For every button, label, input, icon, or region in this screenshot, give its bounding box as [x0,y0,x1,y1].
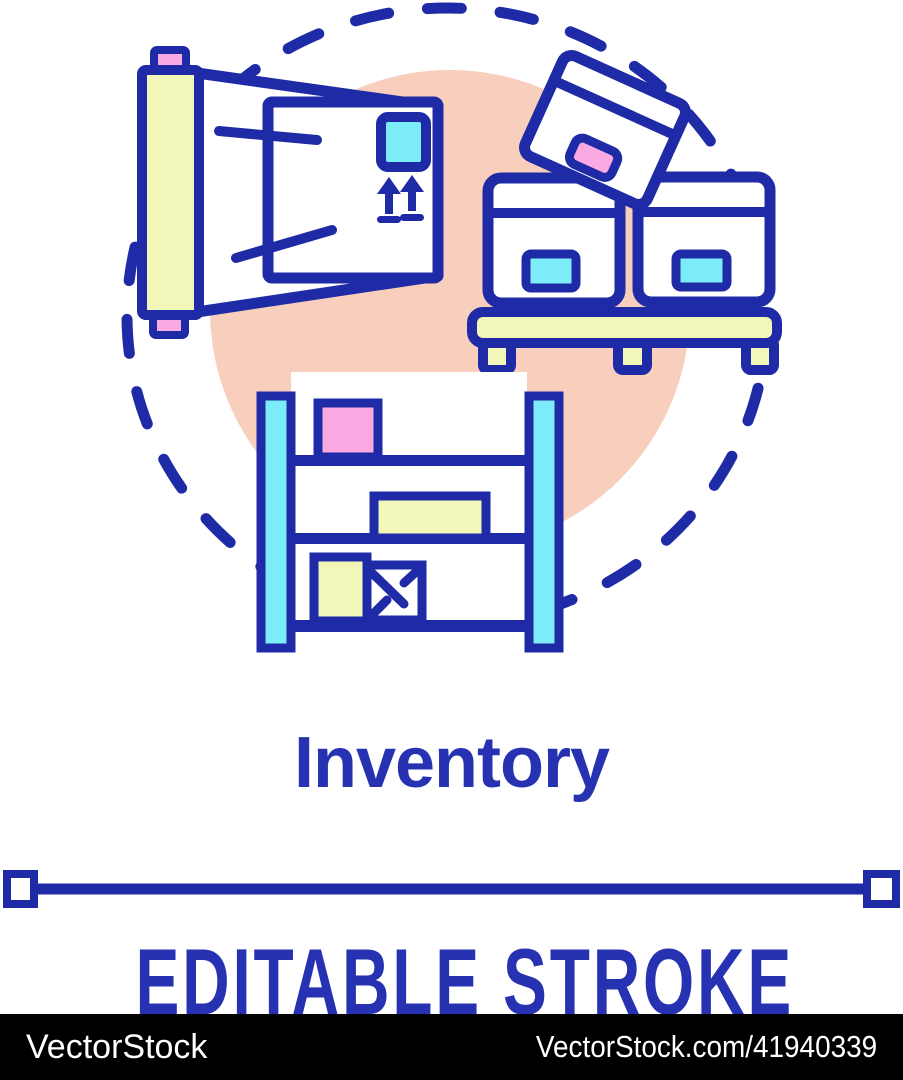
pallet-deck [467,307,782,348]
stroke-endpoint-left [3,870,38,908]
stroke-endpoint-right [863,870,900,908]
rack-box-yellow-small [309,552,372,626]
motion-line-top [214,126,322,145]
roller-bar [137,65,204,320]
box-label-cyan [521,249,581,293]
box-label-cyan [671,249,732,292]
storage-rack-icon [256,372,564,653]
rack-post-right [524,391,564,653]
watermark-url: VectorStock.com/41940339 [535,1029,877,1064]
storage-box-right [632,171,776,308]
package-box-icon [214,96,444,284]
pallet-icon [467,307,782,375]
page-title: Inventory [293,723,610,803]
tilted-box-icon [519,50,691,210]
rack-box-pink [313,398,383,462]
dispatch-arrow-box-icon [362,560,427,625]
storage-box-left [482,172,626,309]
rack-shelf-top [278,455,540,466]
boxes-on-pallet-icon [467,171,782,375]
rack-post-left [256,391,296,653]
editable-stroke-line [3,870,900,908]
box-label-pink [564,133,623,182]
this-way-up-arrows-icon [377,175,424,223]
box-label-cyan [376,112,431,172]
watermark-logo: VectorStock [26,1027,208,1066]
watermark-bar: VectorStock VectorStock.com/41940339 [0,1014,903,1080]
box-lid-line [551,75,678,141]
rack-box-yellow-wide [369,491,491,543]
motion-line-bottom [231,225,337,263]
